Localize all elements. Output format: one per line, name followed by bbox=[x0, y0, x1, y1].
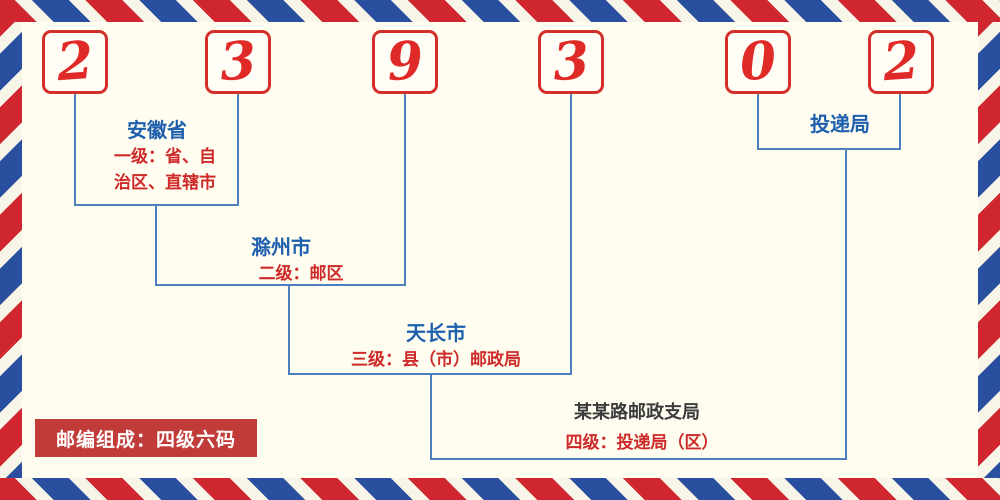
airmail-border-bottom bbox=[0, 478, 1000, 500]
delivery-office-label: 投递局 bbox=[810, 114, 870, 136]
digit-box-3: 9 bbox=[372, 30, 438, 94]
level4-desc-label: 四级：投递局（区） bbox=[565, 433, 719, 452]
digit-2: 3 bbox=[217, 29, 259, 94]
airmail-border-right bbox=[978, 0, 1000, 500]
digit-3: 9 bbox=[384, 29, 426, 94]
connector-level3-digit4 bbox=[570, 94, 572, 375]
level3-place-label: 天长市 bbox=[406, 323, 466, 345]
digit-box-5: 0 bbox=[725, 30, 791, 94]
airmail-border-left bbox=[0, 0, 22, 500]
digit-box-4: 3 bbox=[538, 30, 604, 94]
level1-place-label: 安徽省 bbox=[127, 120, 187, 142]
digit-6: 2 bbox=[880, 29, 922, 94]
connector-level2-step bbox=[155, 206, 405, 286]
connector-level4-step bbox=[430, 375, 845, 460]
digit-4: 3 bbox=[550, 29, 592, 94]
level4-place-label: 某某路邮政支局 bbox=[574, 402, 700, 422]
level2-desc-label: 二级：邮区 bbox=[258, 264, 344, 283]
connector-level2-digit3 bbox=[404, 94, 406, 286]
connector-level4-delivery bbox=[845, 150, 847, 460]
digit-1: 2 bbox=[54, 29, 96, 94]
airmail-border-top bbox=[0, 0, 1000, 22]
digit-box-2: 3 bbox=[205, 30, 271, 94]
level3-desc-label: 三级：县（市）邮政局 bbox=[351, 350, 521, 369]
digit-box-1: 2 bbox=[42, 30, 108, 94]
digit-box-6: 2 bbox=[868, 30, 934, 94]
digit-5: 0 bbox=[737, 29, 779, 94]
postal-code-composition-badge: 邮编组成：四级六码 bbox=[35, 419, 257, 457]
connector-level3-step bbox=[288, 286, 571, 375]
connector-level1-bracket bbox=[74, 94, 239, 206]
connector-delivery-bracket bbox=[757, 94, 901, 150]
level2-place-label: 滁州市 bbox=[251, 237, 311, 259]
level1-desc-label: 一级：省、自治区、直辖市 bbox=[114, 147, 216, 192]
